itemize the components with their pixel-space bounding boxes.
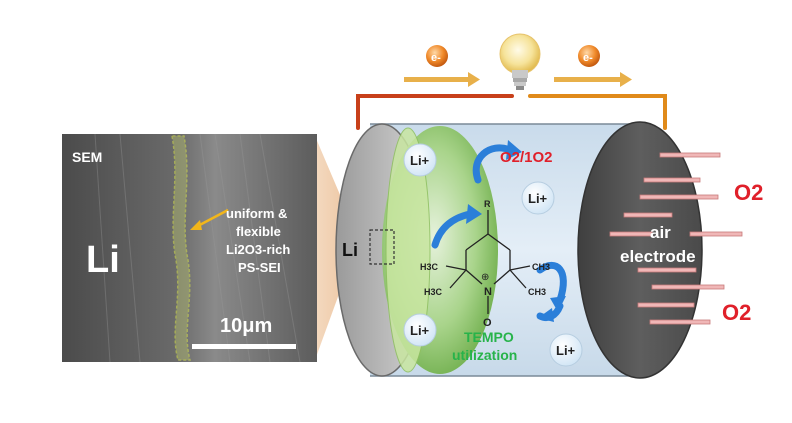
sei-note-line2: flexible <box>236 224 281 239</box>
arrow-head-2 <box>466 204 482 224</box>
sem-image-panel <box>62 133 317 363</box>
electron-icon-left <box>426 45 448 67</box>
battery-cell <box>335 121 703 379</box>
r-group-label: R <box>484 199 491 209</box>
charge-label: ⊕ <box>481 272 489 283</box>
methyl-right-top: CH3 <box>532 262 550 272</box>
scale-bar-label: 10μm <box>220 315 272 337</box>
electron-label-left: e- <box>431 52 441 64</box>
li-ion-label-4: Li+ <box>556 343 576 358</box>
tempo-molecule <box>445 210 531 314</box>
light-bulb <box>499 33 541 90</box>
o2-label-top: O2 <box>734 180 763 205</box>
anode-zoom-box <box>369 229 395 265</box>
anode-label: Li <box>342 240 358 260</box>
electrode-label: electrode <box>620 247 696 266</box>
li-ion-label-3: Li+ <box>410 323 430 338</box>
li-ion-bubble-3 <box>403 313 437 347</box>
oxygen-label: O <box>483 317 492 329</box>
arrow-head-1 <box>506 140 522 160</box>
scale-bar <box>192 344 296 349</box>
electron-arrow-left <box>404 72 480 87</box>
o2-label-bottom: O2 <box>722 300 751 325</box>
sei-note-line4: PS-SEI <box>238 260 281 275</box>
electron-arrow-right <box>554 72 632 87</box>
tempo-label: TEMPO <box>464 329 514 345</box>
li-ion-label-2: Li+ <box>528 191 548 206</box>
nitrogen-label: N <box>484 286 492 298</box>
air-label: air <box>650 223 671 242</box>
electron-label-right: e- <box>583 52 593 64</box>
air-electrode <box>577 121 703 379</box>
methyl-right-bottom: CH3 <box>528 287 546 297</box>
electron-icon-right <box>578 45 600 67</box>
li-ion-label-1: Li+ <box>410 153 430 168</box>
air-electrode-pins <box>609 152 743 325</box>
external-circuit <box>356 94 667 130</box>
methyl-left-bottom: H3C <box>424 287 443 297</box>
sem-tag: SEM <box>72 149 102 165</box>
sei-note-line3: Li2O3-rich <box>226 242 290 257</box>
sei-note-line1: uniform & <box>226 206 287 221</box>
li-ion-bubble-1 <box>403 143 437 177</box>
methyl-left-top: H3C <box>420 262 439 272</box>
utilization-label: utilization <box>452 347 517 363</box>
zoom-connector <box>315 136 355 360</box>
li-ion-bubble-4 <box>549 333 583 367</box>
reaction-arrows <box>431 144 567 304</box>
sem-element-label: Li <box>86 239 120 281</box>
oxygen-species-label: O2/1O2 <box>500 149 553 166</box>
li-ion-bubble-2 <box>521 181 555 215</box>
sei-layer-band <box>171 135 191 361</box>
